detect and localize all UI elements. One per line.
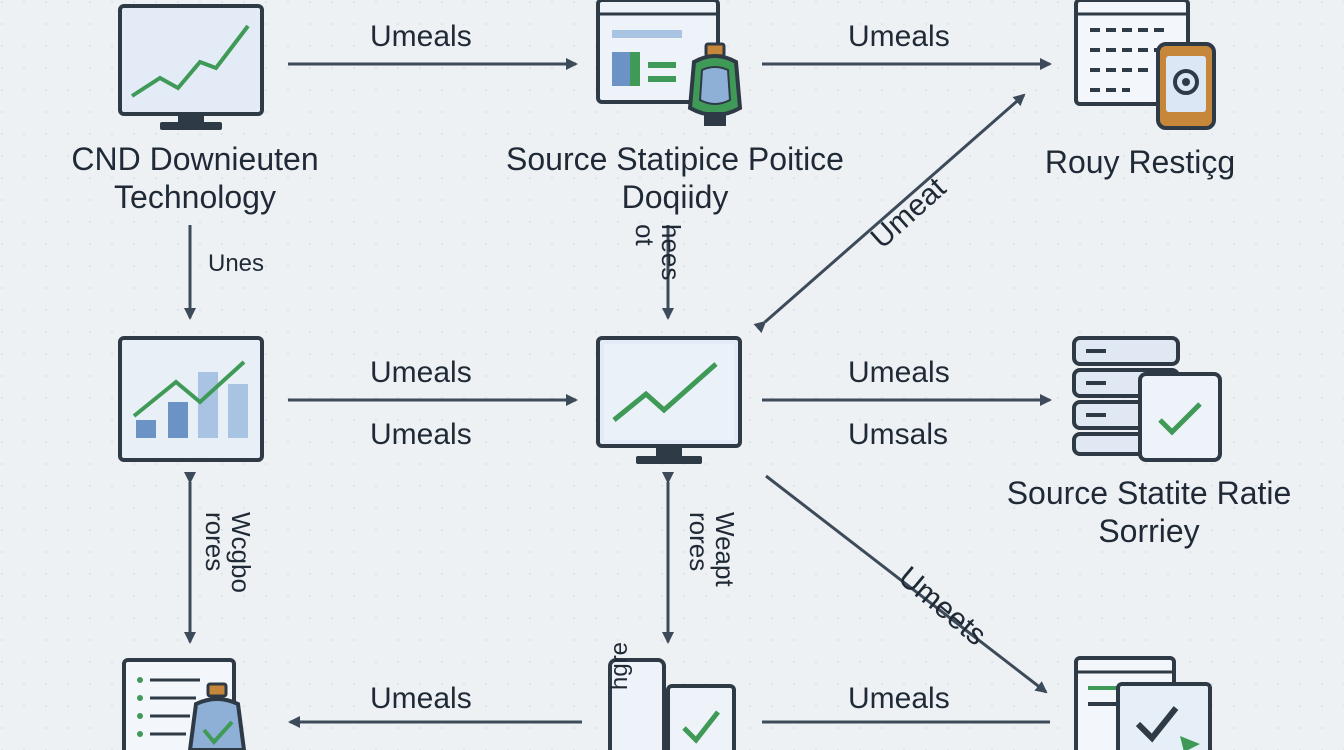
edge-label-mid-h1-bottom: Umeals	[370, 418, 472, 451]
bar-chart-monitor-icon	[118, 336, 264, 462]
edge-label-top-h1: Umeals	[370, 20, 472, 53]
node-top-middle-line1: Source Statipice Poitice	[506, 141, 844, 177]
node-top-right-line1: Rouy Restiçg	[1044, 144, 1236, 180]
node-label-top-middle: Source Statipice Poitice Doqiidy	[470, 140, 880, 216]
center-monitor-icon	[596, 336, 742, 464]
edge-label-bot-h2: Umeals	[848, 682, 950, 715]
node-label-top-left: CND Downieuten Technology	[40, 140, 350, 216]
node-mid-right-line2: Sorriey	[1098, 513, 1200, 549]
node-label-top-right: Rouy Restiçg	[1020, 143, 1260, 181]
checklist-bottle-icon	[122, 658, 247, 750]
edge-label-left-v2: Wcgbo rores	[200, 512, 256, 593]
dashboard-bottle-icon	[596, 0, 743, 126]
edge-label-mid-v1-text: hees ot	[630, 224, 686, 281]
server-check-icon	[1072, 336, 1222, 462]
arrow-diag-down	[765, 474, 1048, 694]
node-top-middle-line2: Doqiidy	[621, 179, 729, 215]
tablet-text: hgre	[606, 641, 633, 690]
edge-label-left-v1: Unes	[208, 250, 265, 277]
edge-label-mid-v2-text: Weapt rores	[684, 512, 740, 587]
edge-label-mid-h2-top: Umeals	[848, 356, 950, 389]
node-label-mid-right: Source Statite Ratie Sorriey	[974, 474, 1324, 550]
documents-check-icon	[1074, 656, 1212, 750]
edge-label-mid-h1-top: Umeals	[370, 356, 472, 389]
edge-label-left-v2-text: Wcgbo rores	[200, 512, 256, 593]
monitor-trend-icon	[118, 4, 264, 130]
tablet-check-icon	[608, 658, 736, 750]
edge-label-mid-v1: hees ot	[630, 224, 686, 281]
arrow-diag-up	[753, 93, 1026, 334]
edge-label-bot-h1: Umeals	[370, 682, 472, 715]
arrows	[184, 58, 1052, 728]
edge-label-mid-v2: Weapt rores	[684, 512, 740, 587]
edge-label-mid-h2-bottom: Umsals	[848, 418, 949, 451]
node-mid-right-line1: Source Statite Ratie	[1006, 475, 1292, 511]
edge-label-top-h2: Umeals	[848, 20, 950, 53]
node-top-left-line1: CND Downieuten	[71, 141, 319, 177]
document-gear-icon	[1074, 0, 1216, 130]
node-top-left-line2: Technology	[114, 179, 276, 215]
